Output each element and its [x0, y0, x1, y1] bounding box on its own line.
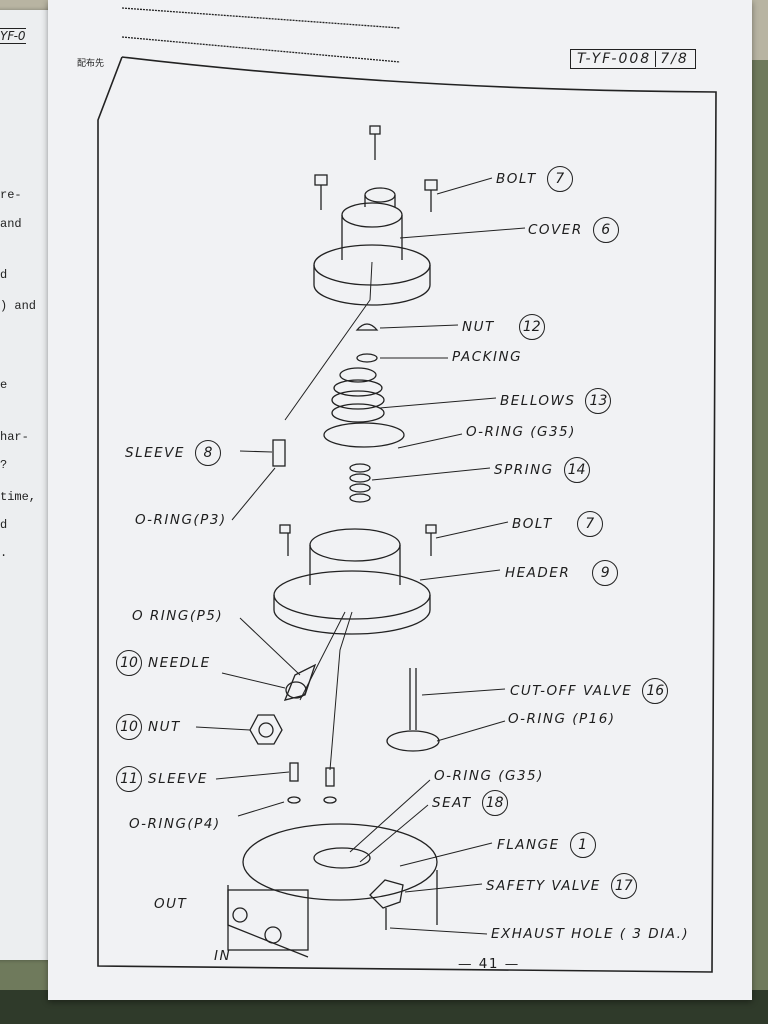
signature-line — [121, 7, 401, 29]
part-label: PACKING — [452, 349, 523, 365]
left-text: time, — [0, 490, 37, 504]
part-number: 9 — [592, 560, 619, 586]
left-text: ) and — [0, 299, 37, 313]
part-label: FLANGE 1 — [497, 832, 596, 858]
part-name: CUT-OFF VALVE — [510, 683, 633, 699]
header-part — [273, 524, 437, 635]
left-text: har- — [0, 430, 29, 444]
sleeve-part — [272, 439, 286, 467]
nut-part — [249, 714, 283, 745]
part-number: 12 — [518, 314, 545, 340]
part-label: BELLOWS 13 — [500, 388, 612, 414]
part-number: 10 — [116, 650, 142, 676]
distribution-label: 配布先 — [77, 59, 105, 69]
part-label: OUT — [154, 896, 188, 912]
doc-id-text: T-YF-008 — [577, 51, 652, 67]
left-text: e — [0, 378, 8, 392]
page-number: — 41 — — [458, 956, 520, 972]
part-name: BELLOWS — [500, 393, 576, 409]
part-name: BOLT — [512, 516, 553, 532]
part-name: FLANGE — [497, 837, 560, 853]
left-text: ? — [0, 458, 8, 472]
part-name: NUT — [148, 719, 181, 735]
diagram-frame — [97, 56, 717, 973]
part-name: SLEEVE — [148, 771, 208, 787]
part-label: O-RING(P3) — [135, 512, 227, 528]
part-label: O-RING(P4) — [129, 816, 221, 832]
part-label: O RING(P5) — [132, 608, 224, 624]
leader-lines — [195, 177, 526, 935]
part-name: BOLT — [496, 171, 537, 187]
part-name: SLEEVE — [125, 445, 185, 461]
left-text: re- — [0, 188, 22, 202]
part-number: 1 — [569, 832, 596, 858]
part-number: 10 — [116, 714, 142, 740]
signature-line — [121, 36, 401, 63]
spring-part — [349, 463, 371, 503]
part-number: 16 — [642, 678, 669, 704]
bellows-part — [323, 367, 405, 448]
diagram-sheet — [48, 0, 752, 1000]
part-label: CUT-OFF VALVE 16 — [510, 678, 669, 704]
part-label: BOLT 7 — [512, 511, 603, 537]
part-number: 8 — [194, 440, 221, 466]
left-text: . — [0, 546, 8, 560]
left-page-header: YF-0 — [0, 28, 26, 44]
part-label: SLEEVE 8 — [125, 440, 221, 466]
needle-part — [283, 663, 317, 701]
part-label: SEAT 18 — [432, 790, 508, 816]
part-label: COVER 6 — [528, 217, 619, 243]
part-label: O-RING (G35) — [466, 424, 576, 440]
left-text: d — [0, 518, 8, 532]
cover-part — [313, 187, 431, 306]
part-name: HEADER — [505, 565, 571, 581]
part-number: 14 — [563, 457, 590, 483]
left-text: d — [0, 268, 8, 282]
part-label: SAFETY VALVE 17 — [486, 873, 637, 899]
part-label: 11 SLEEVE — [116, 766, 208, 792]
nut-packing — [355, 323, 379, 363]
part-number: 17 — [610, 873, 637, 899]
part-label: O-RING (P16) — [508, 711, 616, 727]
part-name: NEEDLE — [148, 655, 211, 671]
part-name: COVER — [528, 222, 583, 238]
flange-part — [227, 823, 438, 958]
part-number: 11 — [116, 766, 142, 792]
part-number: 6 — [592, 217, 619, 243]
part-label: 10 NEEDLE — [116, 650, 211, 676]
part-label: IN — [214, 948, 232, 964]
page-fraction: 7/8 — [655, 51, 689, 67]
part-name: NUT — [462, 319, 495, 335]
part-label: 10 NUT — [116, 714, 181, 740]
left-text: and — [0, 217, 22, 231]
part-number: 18 — [481, 790, 508, 816]
cutoff-valve-part — [386, 668, 440, 752]
part-label: EXHAUST HOLE ( 3 DIA.) — [491, 926, 690, 942]
part-label: NUT 12 — [462, 314, 545, 340]
part-label: SPRING 14 — [494, 457, 590, 483]
part-label: BOLT 7 — [496, 166, 573, 192]
sleeves-orings — [287, 762, 337, 804]
part-number: 7 — [546, 166, 573, 192]
part-name: SAFETY VALVE — [486, 878, 601, 894]
part-name: SEAT — [432, 795, 472, 811]
part-label: HEADER 9 — [505, 560, 619, 586]
part-number: 7 — [576, 511, 603, 537]
bolt-part — [314, 125, 438, 212]
part-number: 13 — [585, 388, 612, 414]
part-name: SPRING — [494, 462, 554, 478]
part-label: O-RING (G35) — [434, 768, 544, 784]
